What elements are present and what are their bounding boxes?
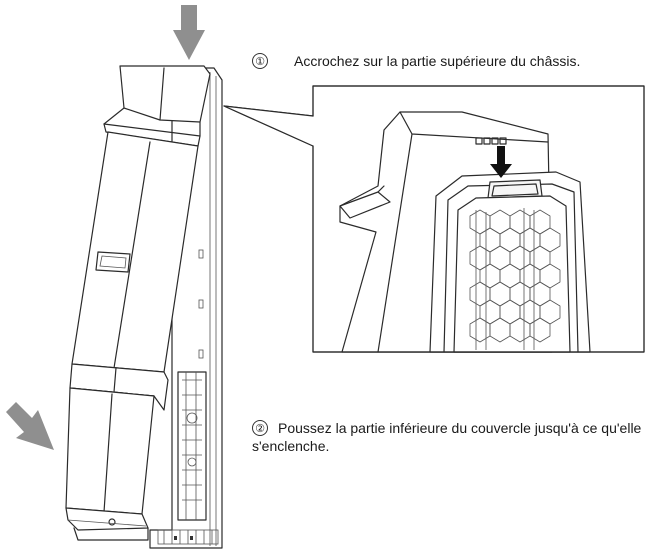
top-push-arrow bbox=[173, 5, 205, 60]
chassis bbox=[149, 67, 223, 549]
step-1-number: ① bbox=[252, 53, 268, 69]
detail-callout bbox=[223, 85, 645, 353]
step-2-text: Poussez la partie inférieure du couvercl… bbox=[252, 420, 642, 454]
bottom-push-arrow bbox=[6, 402, 54, 450]
cover bbox=[65, 65, 211, 541]
step-2-number: ② bbox=[252, 420, 268, 436]
step-1-text: Accrochez sur la partie supérieure du ch… bbox=[294, 53, 581, 69]
step-1: ① Accrochez sur la partie supérieure du c… bbox=[252, 52, 580, 70]
